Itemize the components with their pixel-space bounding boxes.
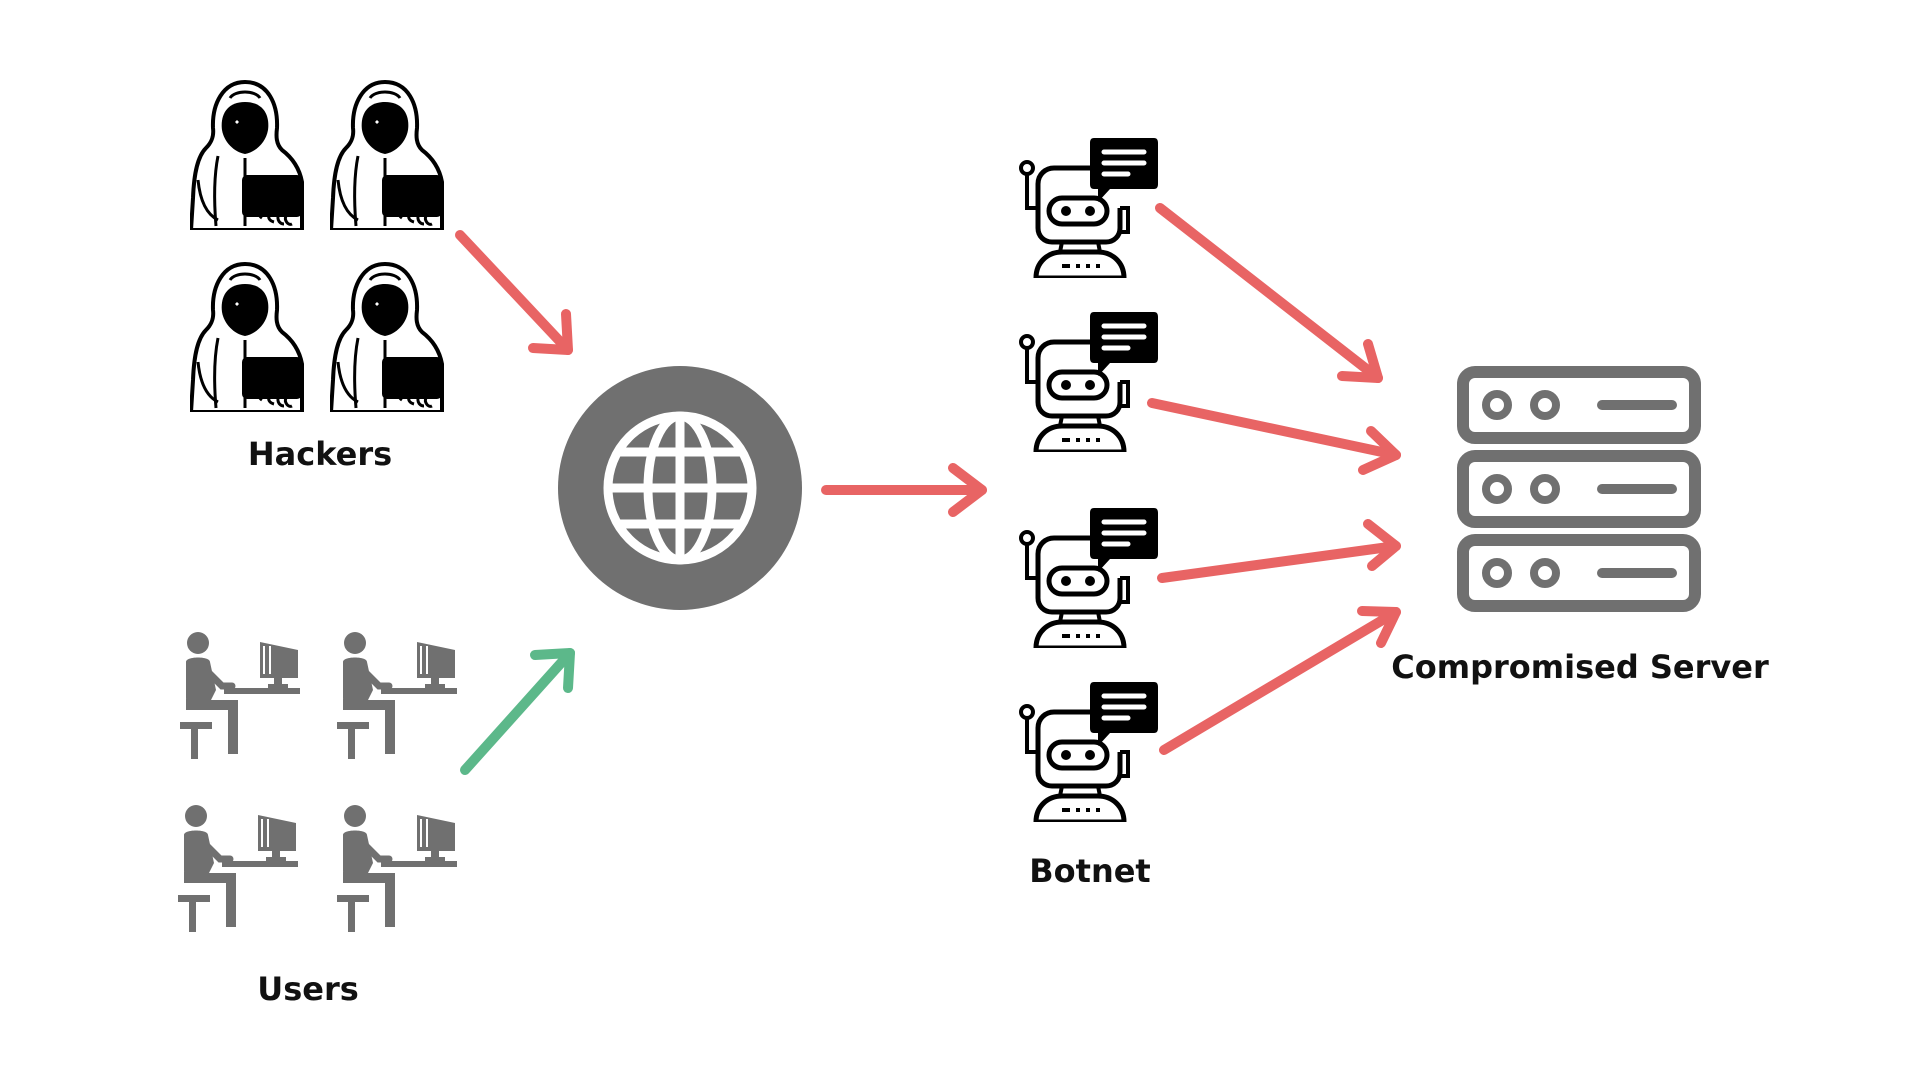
compromised-server-label: Compromised Server: [1391, 648, 1769, 686]
bot-icon: [1021, 508, 1158, 648]
hacker-icon: [330, 262, 444, 412]
hackers-group: [190, 80, 444, 412]
arrow-internet-to-botnet: [821, 463, 987, 517]
users-label: Users: [257, 970, 359, 1008]
bot-icon: [1021, 138, 1158, 278]
users-group: [178, 632, 457, 932]
server-rack-icon: [1457, 366, 1701, 612]
botnet-group: [1021, 138, 1158, 822]
bot-icon: [1021, 312, 1158, 452]
arrow-bot2-to-server: [1147, 398, 1401, 475]
hacker-icon: [330, 80, 444, 230]
hacker-icon: [190, 262, 304, 412]
arrow-bot3-to-server: [1157, 519, 1401, 583]
arrow-bot1-to-server: [1155, 203, 1383, 383]
botnet-label: Botnet: [1029, 852, 1151, 890]
hacker-icon: [190, 80, 304, 230]
arrow-users-to-internet: [460, 648, 575, 775]
user-at-computer-icon: [180, 632, 300, 759]
arrow-bot4-to-server: [1159, 606, 1401, 755]
arrow-hackers-to-internet: [455, 230, 573, 355]
globe-icon: [603, 411, 757, 565]
user-at-computer-icon: [337, 805, 457, 932]
bot-icon: [1021, 682, 1158, 822]
hackers-label: Hackers: [247, 435, 393, 473]
user-at-computer-icon: [178, 805, 298, 932]
internet-globe: [558, 366, 802, 610]
user-at-computer-icon: [337, 632, 457, 759]
